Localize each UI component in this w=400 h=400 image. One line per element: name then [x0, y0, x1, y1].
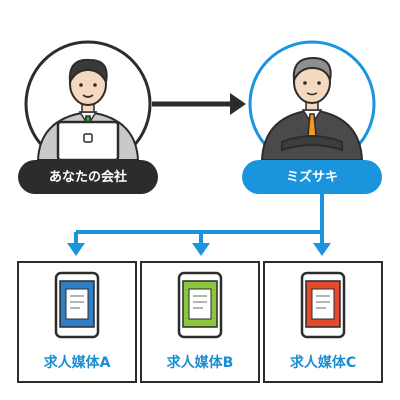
businessman-icon: [260, 56, 364, 161]
arrowhead-c: [313, 243, 331, 256]
branch-arrowheads: [67, 243, 331, 256]
mizusaki-pill: [242, 160, 382, 194]
branch-connectors: [74, 194, 324, 244]
media-box-c: [263, 261, 383, 383]
mizusaki-node: [248, 40, 376, 168]
smartphone-icon: [177, 271, 223, 339]
your-company-node: [24, 40, 152, 168]
mizusaki-label: ミズサキ: [285, 170, 338, 185]
arrowhead-b: [192, 243, 210, 256]
media-label-a: 求人媒体A: [43, 355, 111, 371]
arrowhead-a: [67, 243, 85, 256]
smartphone-icon: [54, 271, 100, 339]
arrow-right: [152, 93, 246, 115]
your-company-label: あなたの会社: [48, 170, 127, 185]
smartphone-icon: [300, 271, 346, 339]
media-box-b: [140, 261, 260, 383]
media-label-b: 求人媒体B: [166, 355, 234, 371]
media-box-a: [17, 261, 137, 383]
person-laptop-icon: [36, 58, 140, 162]
media-label-c: 求人媒体C: [289, 355, 357, 371]
your-company-pill: [18, 160, 158, 194]
